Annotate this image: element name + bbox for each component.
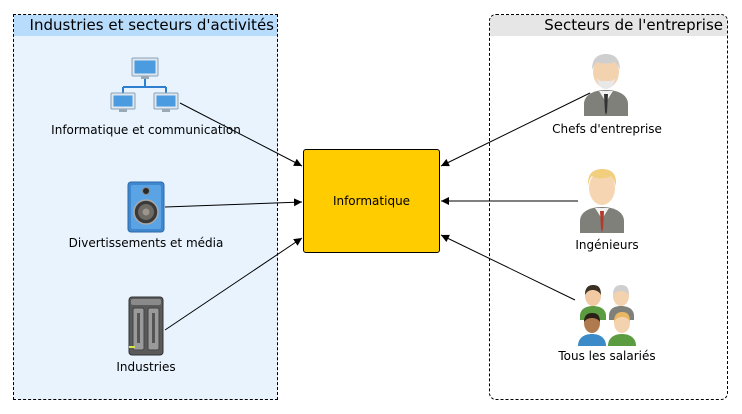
server-icon xyxy=(128,296,164,356)
edge-informatique-communication xyxy=(179,102,303,167)
edge-divertissements-media xyxy=(164,198,303,208)
central-node-informatique: Informatique xyxy=(303,149,440,253)
node-label-tous-salaries: Tous les salariés xyxy=(558,349,656,363)
node-label-ingenieurs: Ingénieurs xyxy=(575,238,639,252)
node-label-industries: Industries xyxy=(116,360,176,374)
node-label-informatique-communication: Informatique et communication xyxy=(51,123,241,137)
speaker-icon xyxy=(127,181,165,233)
central-node-label: Informatique xyxy=(332,194,411,208)
edge-chefs-entreprise xyxy=(440,92,591,167)
left-group-title: Industries et secteurs d'activités xyxy=(14,15,277,36)
node-label-divertissements-media: Divertissements et média xyxy=(68,236,224,250)
edge-tous-salaries xyxy=(440,234,576,301)
executive-person-icon xyxy=(584,54,628,116)
node-label-chefs-entreprise: Chefs d'entreprise xyxy=(552,122,662,136)
edge-industries xyxy=(164,237,303,331)
network-icon xyxy=(110,57,179,112)
engineer-person-icon xyxy=(580,169,624,233)
right-group-title: Secteurs de l'entreprise xyxy=(490,15,727,36)
people-group-icon xyxy=(578,285,636,346)
